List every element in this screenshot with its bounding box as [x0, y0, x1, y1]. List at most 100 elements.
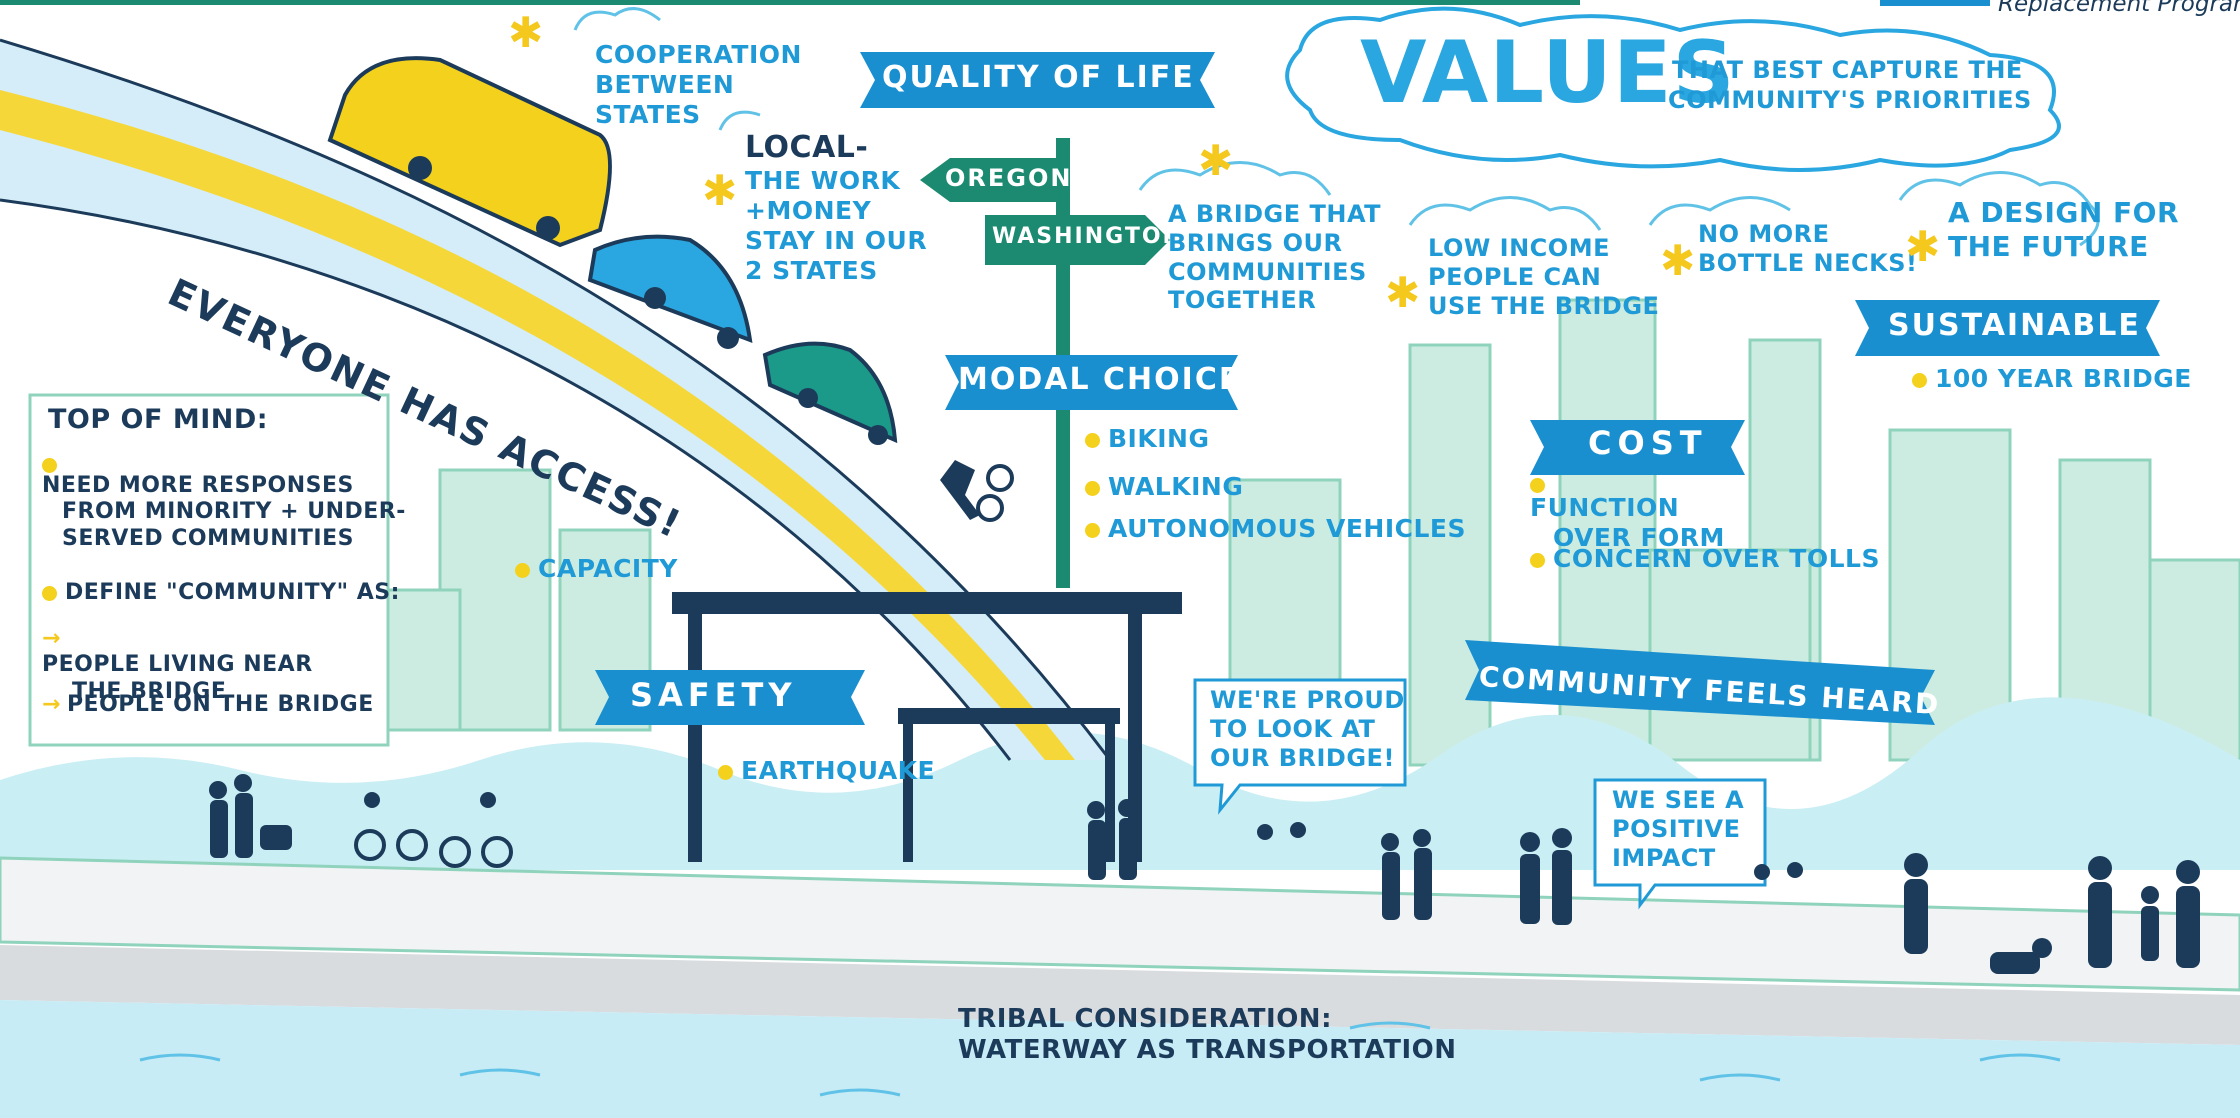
low-income-line-1: LOW INCOME: [1428, 234, 1610, 262]
local-line-5: 2 STATES: [745, 256, 878, 285]
sign-washington: WASHINGTON: [992, 224, 1183, 249]
cooperation-line-1: COOPERATION: [595, 40, 802, 69]
bicycles: [354, 464, 1014, 868]
top-of-mind-item-1: NEED MORE RESPONSES FROM MINORITY + UNDE…: [42, 458, 406, 552]
low-income-note: LOW INCOME PEOPLE CAN USE THE BRIDGE: [1428, 234, 1659, 320]
tom-item2-text: DEFINE "COMMUNITY" AS:: [65, 580, 400, 605]
positive-line-1: WE SEE A: [1612, 786, 1745, 814]
program-name-fragment: Replacement Program: [1998, 0, 2240, 17]
top-of-mind-sub-1: →PEOPLE LIVING NEAR THE BRIDGE: [42, 626, 313, 705]
brings-line-2: BRINGS OUR: [1168, 228, 1343, 257]
low-income-line-2: PEOPLE CAN: [1428, 262, 1602, 291]
modal-item-text: WALKING: [1108, 472, 1244, 501]
local-line-2: THE WORK: [745, 166, 901, 195]
star-icon: ✱: [1385, 268, 1421, 317]
modal-item-biking: BIKING: [1085, 424, 1209, 454]
tribal-line-1: TRIBAL CONSIDERATION:: [958, 1004, 1332, 1034]
star-icon: ✱: [508, 8, 544, 57]
modal-choice-banner: MODAL CHOICE: [958, 362, 1242, 397]
modal-item-autonomous: AUTONOMOUS VEHICLES: [1085, 514, 1466, 544]
shoreline: [0, 945, 2240, 1045]
bullet-dot-icon: [718, 764, 733, 780]
proud-line-1: WE'RE PROUD: [1210, 686, 1405, 714]
cost-item-line-2: OVER FORM: [1553, 523, 1725, 552]
bridge-ramp: [0, 38, 1112, 761]
quality-of-life-banner: QUALITY OF LIFE: [882, 60, 1195, 95]
cooperation-note: COOPERATION BETWEEN STATES: [595, 40, 802, 130]
car-icon: [587, 234, 753, 349]
brings-line-1: A BRIDGE THAT: [1168, 200, 1382, 228]
bottlenecks-note: NO MORE BOTTLE NECKS!: [1698, 220, 1917, 278]
star-icon: ✱: [1660, 236, 1696, 285]
capacity-note: CAPACITY: [515, 554, 678, 584]
safety-banner: SAFETY: [630, 676, 797, 714]
bullet-dot-icon: [42, 458, 57, 473]
proud-bubble-text: WE'RE PROUD TO LOOK AT OUR BRIDGE!: [1210, 686, 1405, 772]
tom-item1-line-3: SERVED COMMUNITIES: [62, 525, 354, 551]
bullet-dot-icon: [1530, 478, 1545, 493]
top-of-mind-box: [28, 393, 390, 747]
low-income-line-3: USE THE BRIDGE: [1428, 291, 1660, 320]
cost-item-text: CONCERN OVER TOLLS: [1553, 544, 1880, 573]
local-line-1: LOCAL-: [745, 130, 869, 165]
safety-item: EARTHQUAKE: [718, 756, 935, 786]
bullet-dot-icon: [42, 585, 57, 601]
dog-icon: [1990, 938, 2052, 974]
values-cloud: [1285, 6, 2061, 172]
arrow-right-icon: →: [42, 692, 61, 717]
positive-line-3: IMPACT: [1612, 843, 1716, 872]
cost-banner: COST: [1588, 424, 1708, 462]
modal-item-text: BIKING: [1108, 424, 1210, 453]
bullet-dot-icon: [1085, 480, 1100, 496]
cost-item-line-1: FUNCTION: [1530, 478, 1725, 523]
top-rule: [0, 0, 1580, 5]
tom-sub1-line-1: →PEOPLE LIVING NEAR: [42, 626, 313, 679]
values-subtitle-line2: COMMUNITY'S PRIORITIES: [1668, 86, 2032, 114]
modal-item-walking: WALKING: [1085, 472, 1243, 502]
tom-item1-text: NEED MORE RESPONSES: [42, 473, 354, 498]
cost-item-tolls: CONCERN OVER TOLLS: [1530, 544, 1880, 574]
water-ripples: [139, 1021, 2061, 1097]
future-note: A DESIGN FOR THE FUTURE: [1948, 196, 2179, 263]
tribal-line-2: WATERWAY AS TRANSPORTATION: [958, 1035, 1457, 1066]
sustainable-banner: SUSTAINABLE: [1888, 308, 2141, 343]
bullet-dot-icon: [515, 562, 530, 578]
positive-bubble-text: WE SEE A POSITIVE IMPACT: [1612, 786, 1744, 872]
brings-line-4: TOGETHER: [1168, 286, 1317, 315]
cost-item-text: FUNCTION: [1530, 493, 1680, 522]
sustainable-item-text: 100 YEAR BRIDGE: [1935, 364, 2192, 393]
small-clouds: [573, 7, 2100, 247]
sign-oregon: OREGON: [945, 164, 1073, 192]
cooperation-line-2: BETWEEN: [595, 70, 735, 99]
cooperation-line-3: STATES: [595, 100, 701, 129]
tom-sub2-text: PEOPLE ON THE BRIDGE: [66, 692, 374, 717]
sustainable-item: 100 YEAR BRIDGE: [1912, 364, 2192, 394]
bottlenecks-line-2: BOTTLE NECKS!: [1698, 248, 1918, 277]
speech-bubbles: [1193, 678, 1767, 910]
bullet-dot-icon: [1085, 522, 1100, 538]
tom-sub1-line-2: THE BRIDGE: [72, 678, 227, 704]
walkway: [0, 856, 2240, 992]
future-line-1: A DESIGN FOR: [1948, 196, 2180, 229]
values-title: VALUES: [1360, 23, 1736, 123]
car-icon-2: [762, 341, 898, 445]
local-line-4: STAY IN OUR: [745, 226, 928, 255]
proud-line-2: TO LOOK AT: [1210, 714, 1376, 743]
proud-line-3: OUR BRIDGE!: [1210, 743, 1395, 772]
tom-item1-line-1: NEED MORE RESPONSES: [42, 458, 406, 499]
banners: [595, 52, 2160, 725]
tom-sub1-text: PEOPLE LIVING NEAR: [42, 652, 313, 678]
capacity-text: CAPACITY: [538, 554, 678, 583]
bullet-dot-icon: [1912, 372, 1927, 388]
modal-item-text: AUTONOMOUS VEHICLES: [1108, 514, 1467, 543]
bullet-dot-icon: [1530, 552, 1545, 568]
star-icon: ✱: [1905, 222, 1941, 271]
bullet-dot-icon: [1085, 432, 1100, 448]
future-line-2: THE FUTURE: [1948, 229, 2149, 263]
water-icon: [0, 1000, 2240, 1118]
star-icon: ✱: [1198, 136, 1234, 185]
local-line-3: +MONEY: [745, 196, 872, 225]
bottlenecks-line-1: NO MORE: [1698, 220, 1830, 248]
